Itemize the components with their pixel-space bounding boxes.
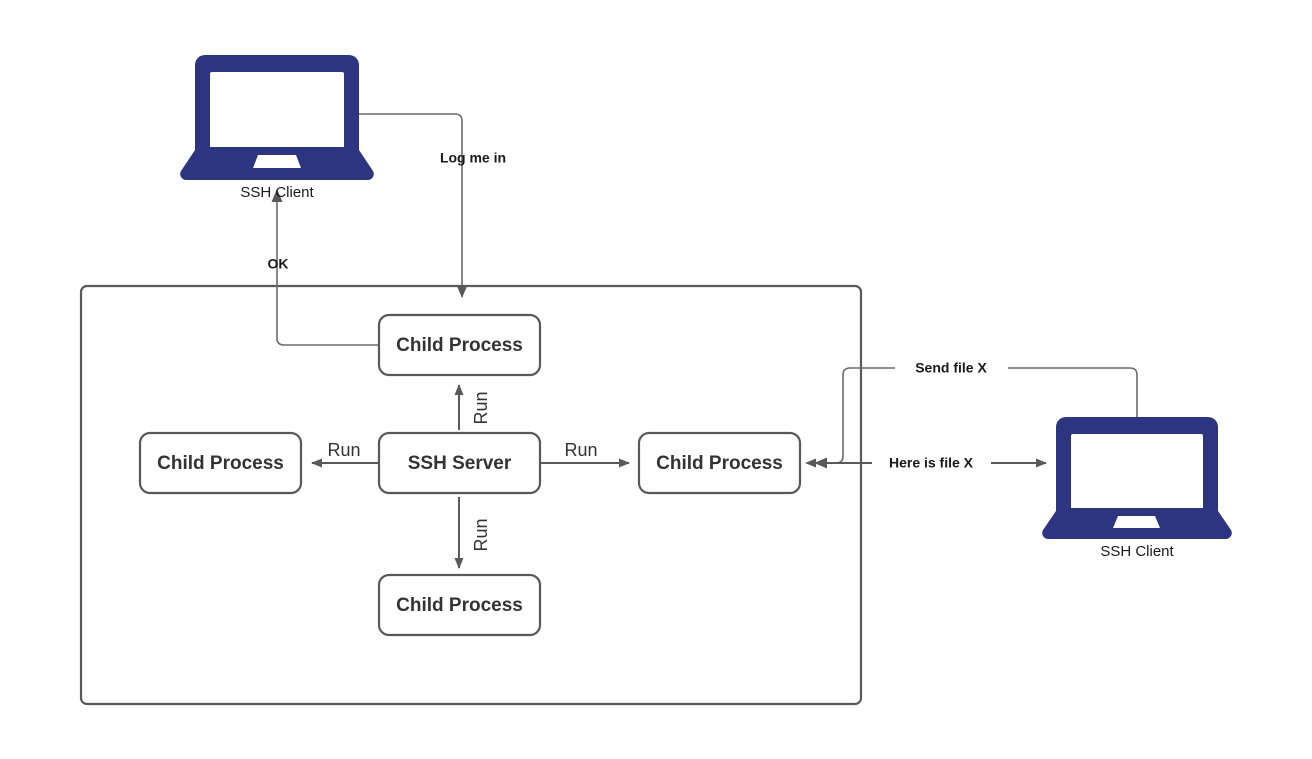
edge-label-run-right: Run	[564, 440, 597, 460]
edge-label-log-me-in: Log me in	[440, 150, 506, 166]
laptop-icon-ssh-client-top[interactable]: SSH Client	[180, 55, 374, 201]
child-process-right-box[interactable]	[637, 431, 802, 495]
child-process-top-box[interactable]	[377, 313, 542, 377]
laptop-trackpad-shape	[253, 155, 301, 168]
edge-label-send-file-x: Send file X	[915, 360, 987, 376]
child-process-top-label: Child Process	[396, 335, 523, 356]
child-process-bottom-label: Child Process	[396, 595, 523, 616]
laptop-screen-shape	[1056, 417, 1218, 512]
edge-label-run-left: Run	[327, 440, 360, 460]
edge-label-run-top: Run	[471, 391, 491, 424]
ssh-client-right-label: SSH Client	[1100, 543, 1174, 560]
node-child-process-top[interactable]: Child Process	[377, 313, 542, 377]
child-process-bottom-box[interactable]	[377, 573, 542, 637]
laptop-icon-ssh-client-right[interactable]: SSH Client	[1042, 417, 1232, 560]
edge-send-file-x-line	[814, 367, 1138, 469]
ssh-server-host-boundary	[79, 284, 863, 706]
edge-label-here-is-file-x: Here is file X	[889, 455, 974, 471]
here-is-file-x-label-backdrop	[872, 453, 991, 473]
edge-log-me-in-line	[358, 113, 468, 298]
ssh-server-box[interactable]	[377, 431, 542, 495]
edge-label-run-bottom: Run	[471, 518, 491, 551]
node-child-process-bottom[interactable]: Child Process	[377, 573, 542, 637]
ssh-server-label: SSH Server	[408, 453, 512, 474]
node-child-process-left[interactable]: Child Process	[138, 431, 303, 495]
edge-label-ok: OK	[268, 256, 289, 272]
laptop-screen-shape	[195, 55, 359, 152]
send-file-x-label-backdrop	[895, 358, 1008, 378]
node-child-process-right[interactable]: Child Process	[637, 431, 802, 495]
laptop-trackpad-shape	[1113, 516, 1160, 528]
child-process-left-box[interactable]	[138, 431, 303, 495]
edge-ok-line	[271, 189, 379, 346]
child-process-left-label: Child Process	[157, 453, 284, 474]
node-ssh-server[interactable]: SSH Server	[377, 431, 542, 495]
child-process-right-label: Child Process	[656, 453, 783, 474]
ssh-client-top-label: SSH Client	[240, 184, 314, 201]
